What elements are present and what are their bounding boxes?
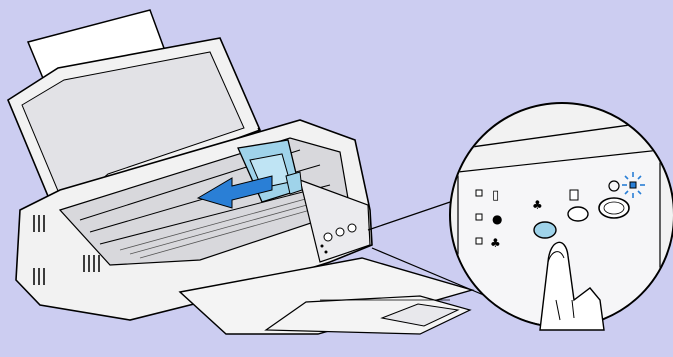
black-ink-out-icon: ● [492,212,502,226]
color-ink-out-icon: ♣ [490,236,501,250]
load-eject-button[interactable] [568,207,588,221]
cleaning-button[interactable] [534,222,556,238]
paper-out-icon: ▯ [492,188,499,203]
cleaning-icon: ♣ [532,198,543,212]
power-button[interactable] [599,198,629,218]
control-panel-closeup: ▯ ● ♣ ♣ [450,103,673,330]
load-eject-icon [570,190,578,200]
